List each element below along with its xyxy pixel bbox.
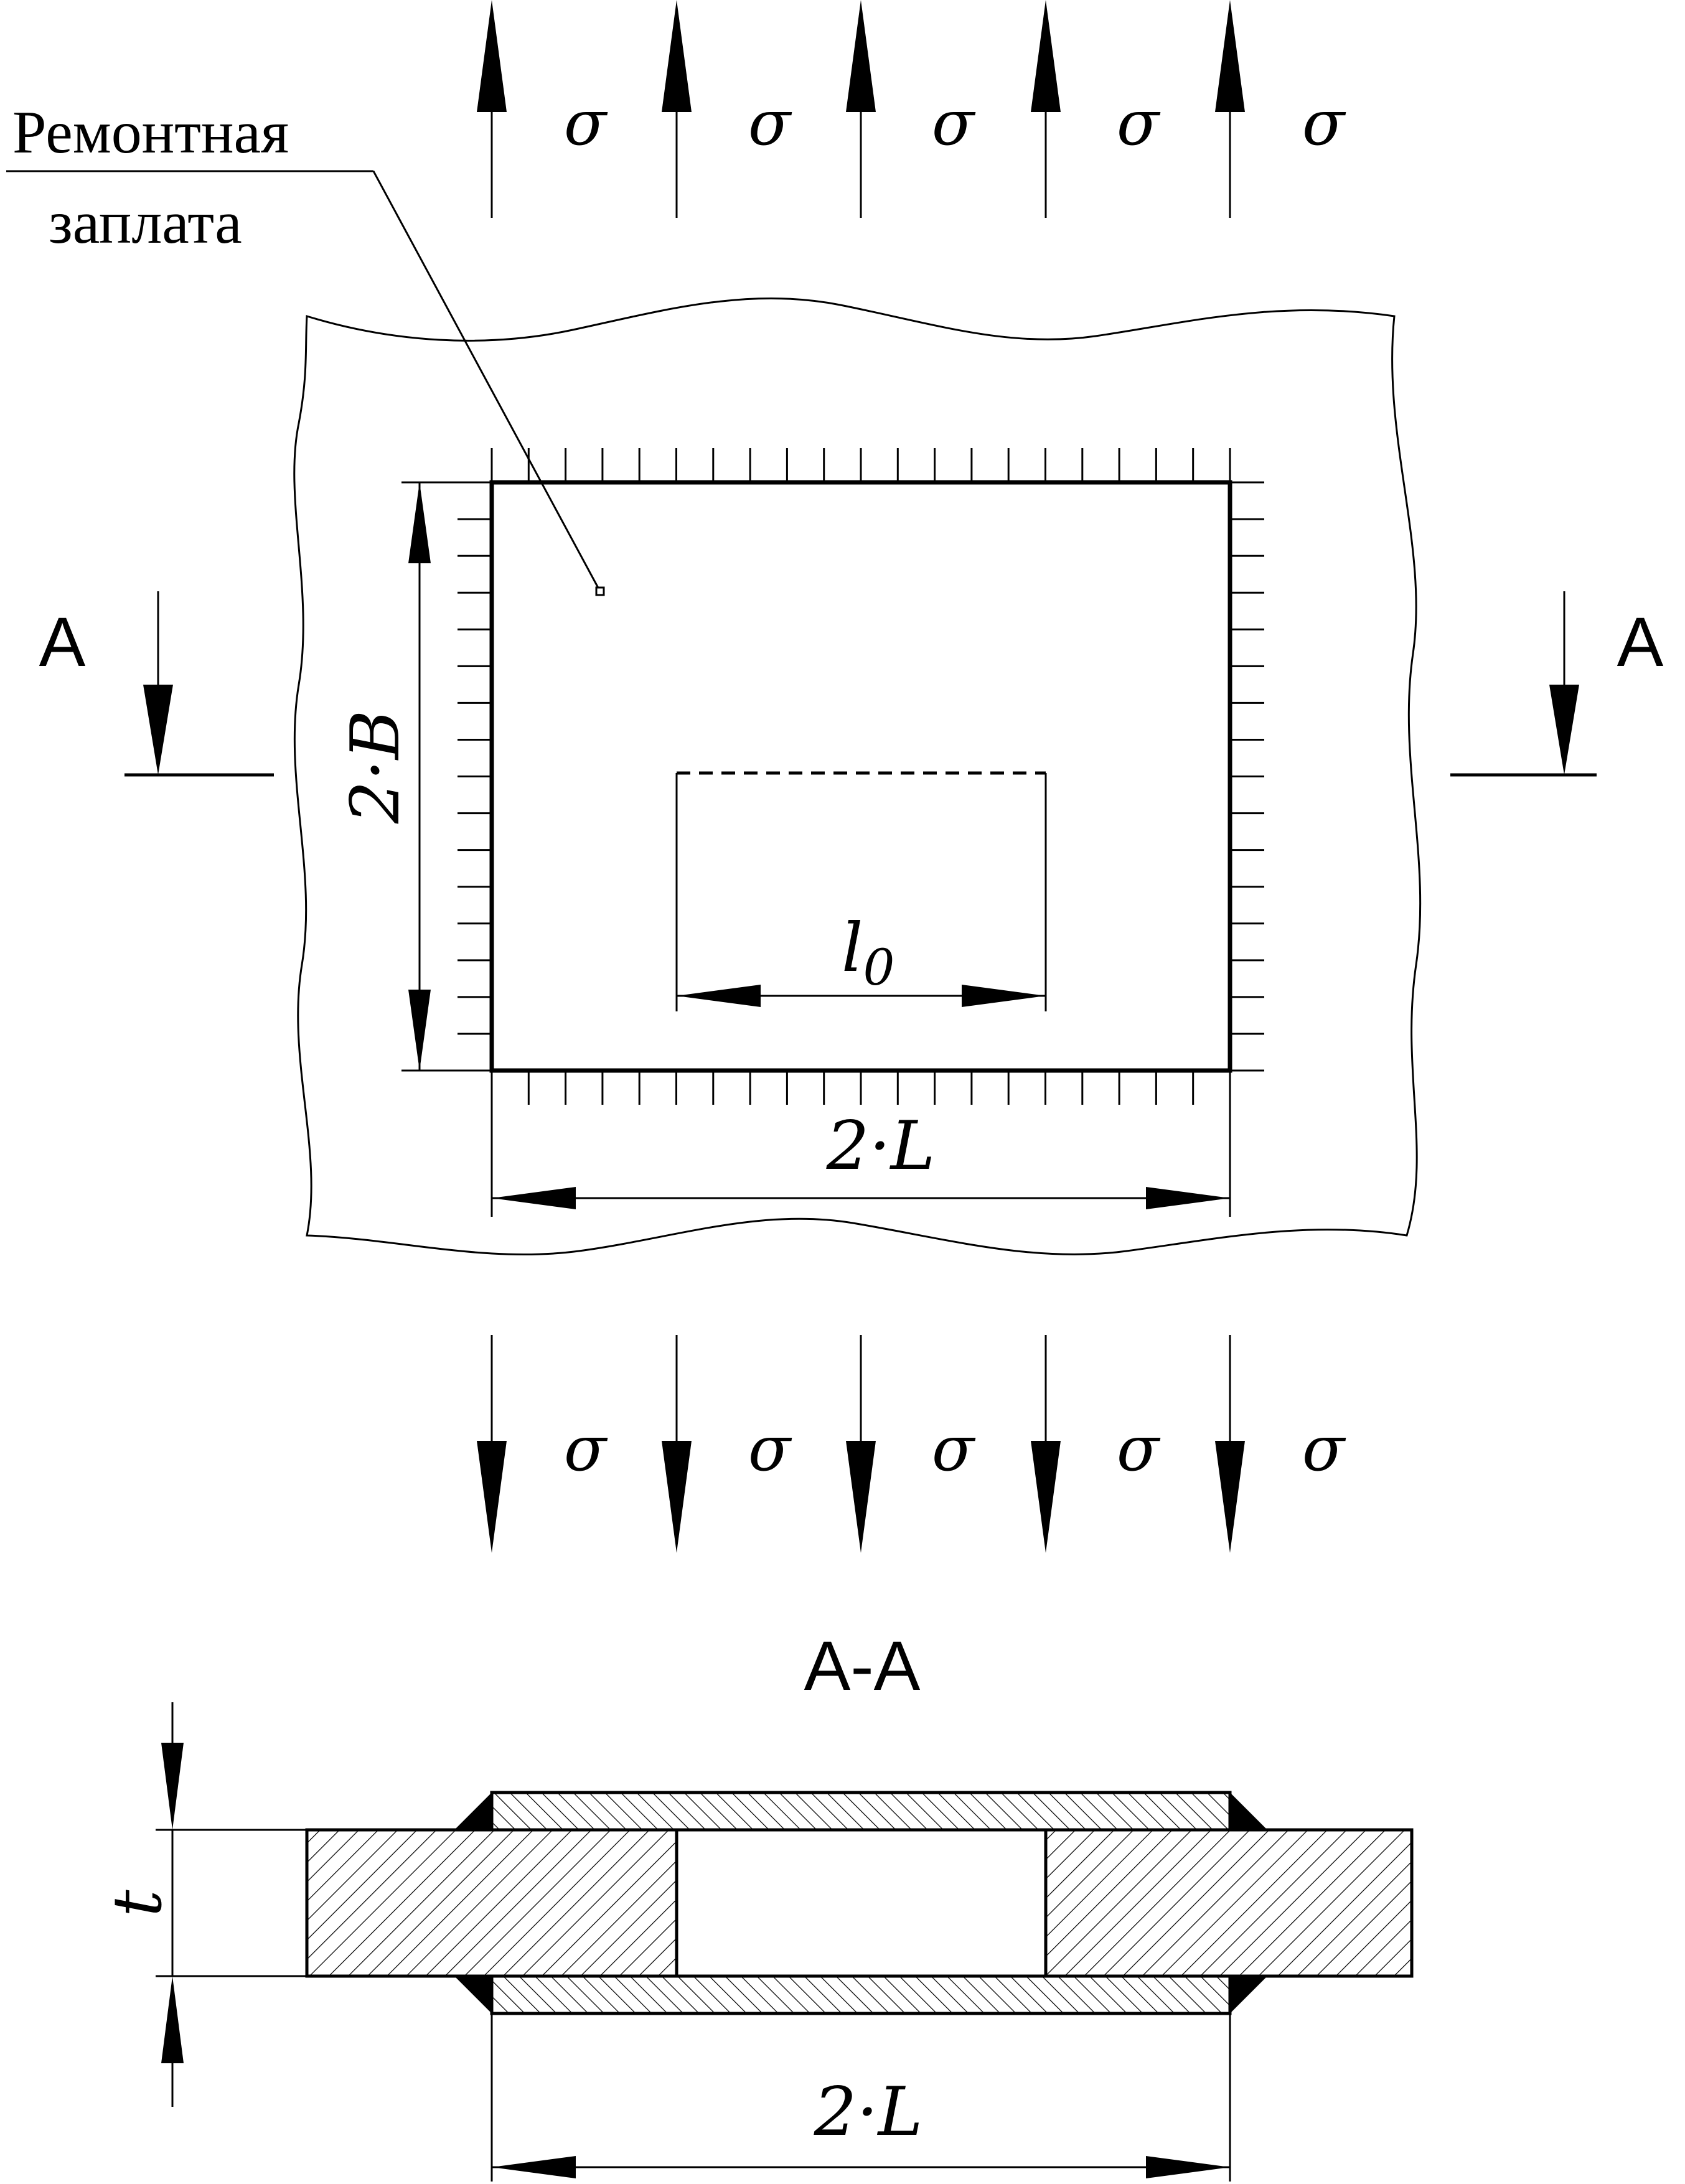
- stress-arrow-up-2: [662, 0, 692, 218]
- weld-fillet-bottom-left: [454, 1976, 492, 2013]
- sigma-label-bottom: σ: [564, 1412, 608, 1485]
- section-letter-left: A: [39, 603, 86, 681]
- sigma-label-top: σ: [1117, 87, 1161, 159]
- section-letter-right: A: [1617, 603, 1664, 681]
- bottom-stress-arrows: σ σ σ σ σ: [477, 1335, 1346, 1553]
- crack-length-label: l0: [842, 909, 894, 996]
- stress-arrow-down-1: [477, 1335, 507, 1553]
- patch-height-dimension: 2·B: [337, 481, 492, 1072]
- plate-section-right: [1044, 1828, 1414, 1978]
- top-stress-arrows: σ σ σ σ σ: [477, 0, 1346, 218]
- repair-patch-label-line1: Ремонтная: [12, 99, 289, 166]
- section-width-label: 2·L: [814, 2073, 923, 2151]
- patch-width-label: 2·L: [826, 1107, 936, 1185]
- stress-arrow-up-4: [1031, 0, 1061, 218]
- patch-width-dimension: 2·L: [490, 1071, 1231, 1217]
- repair-patch-rect: [489, 480, 1232, 1073]
- weld-fillet-top-right: [1230, 1793, 1267, 1830]
- stress-arrow-down-5: [1215, 1335, 1245, 1553]
- section-mark-right: A: [1450, 591, 1664, 777]
- stress-arrow-down-3: [846, 1335, 876, 1553]
- plate-outline: [293, 297, 1422, 1256]
- patch-height-label: 2·B: [337, 710, 415, 824]
- stress-arrow-up-3: [846, 0, 876, 218]
- stress-arrow-up-1: [477, 0, 507, 218]
- sigma-label-bottom: σ: [932, 1412, 976, 1485]
- sigma-label-bottom: σ: [1117, 1412, 1161, 1485]
- sigma-label-top: σ: [1302, 87, 1346, 159]
- stress-arrow-up-5: [1215, 0, 1245, 218]
- crack-length-subscript: 0: [863, 939, 895, 996]
- weld-ticks: [458, 448, 1264, 1105]
- stress-arrow-down-4: [1031, 1335, 1061, 1553]
- weld-fillet-bottom-right: [1230, 1976, 1267, 2013]
- repair-patch-label-line2: заплата: [49, 189, 242, 256]
- stress-arrow-down-2: [662, 1335, 692, 1553]
- cross-section: [305, 1791, 1414, 2015]
- sigma-label-bottom: σ: [748, 1412, 792, 1485]
- sigma-label-top: σ: [748, 87, 792, 159]
- crack: l0: [675, 771, 1047, 1011]
- section-mark-left: A: [39, 591, 274, 777]
- sigma-label-top: σ: [564, 87, 608, 159]
- weld-fillet-top-left: [454, 1793, 492, 1830]
- section-width-dimension: 2·L: [490, 2013, 1231, 2182]
- section-title: A-A: [804, 1627, 921, 1705]
- repair-patch-leader-dot: [595, 586, 605, 596]
- thickness-dimension: t: [99, 1702, 307, 2107]
- patch-section-bottom: [490, 1974, 1232, 2015]
- plate-section-left: [305, 1828, 678, 1978]
- patch-section-top: [490, 1791, 1232, 1832]
- thickness-label: t: [99, 1890, 177, 1917]
- repair-patch-leader: [372, 171, 601, 592]
- sigma-label-top: σ: [932, 87, 976, 159]
- sigma-label-bottom: σ: [1302, 1412, 1346, 1485]
- repair-patch-callout: Ремонтная заплата: [6, 99, 605, 596]
